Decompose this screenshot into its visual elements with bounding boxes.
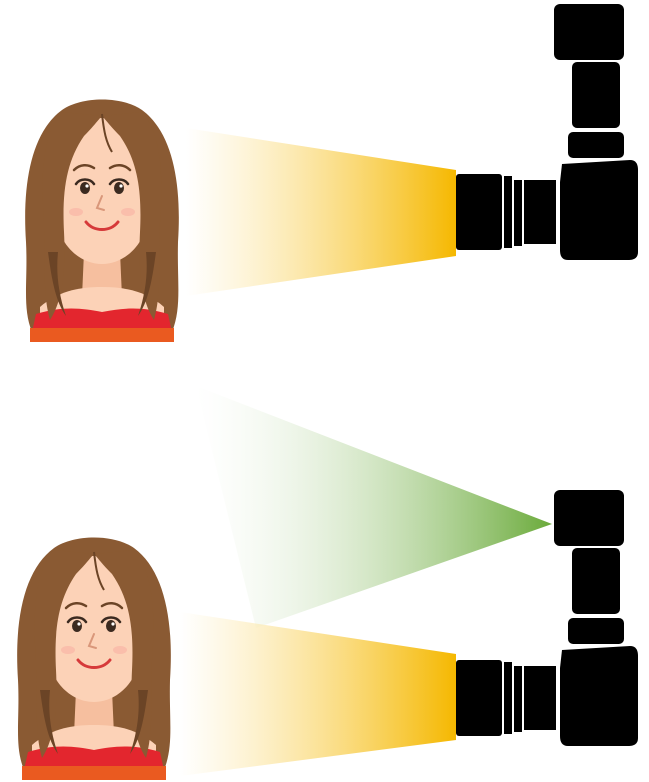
scene-direct-flash bbox=[23, 4, 638, 344]
woman-portrait bbox=[15, 536, 173, 782]
yellow-lens-beam bbox=[180, 612, 456, 776]
scene-bounced-flash bbox=[15, 386, 638, 782]
camera-with-flash bbox=[456, 4, 638, 260]
woman-portrait bbox=[23, 98, 181, 344]
green-flash-beam bbox=[196, 386, 552, 628]
yellow-flash-beam bbox=[186, 128, 456, 296]
